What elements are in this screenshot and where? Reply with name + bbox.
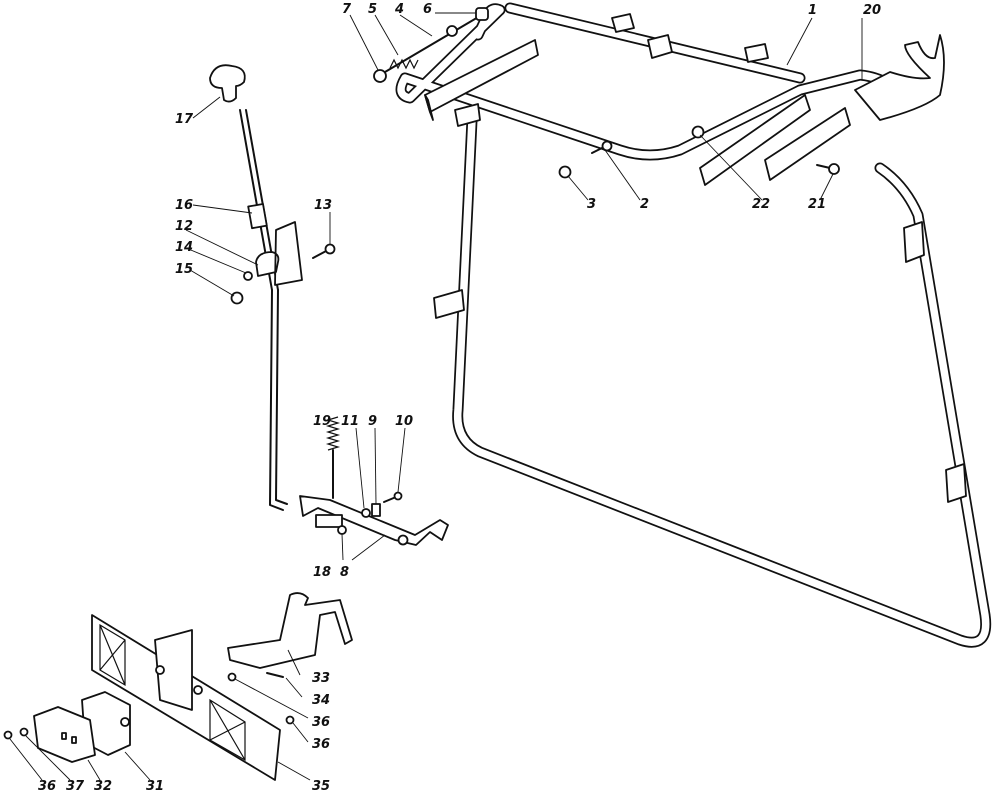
hook-bracket — [854, 34, 945, 121]
nut-15 — [230, 291, 244, 305]
callout-7: 7 — [342, 2, 352, 17]
callout-20: 20 — [863, 3, 881, 18]
washer-18 — [337, 525, 347, 535]
leader-lines — [9, 12, 863, 781]
sleeve-16 — [247, 203, 268, 230]
callout-32: 32 — [94, 779, 112, 794]
callout-15: 15 — [175, 262, 193, 277]
callout-17: 17 — [175, 112, 194, 127]
vertical-flange — [154, 629, 193, 711]
screw-36 — [3, 730, 13, 740]
angle-bracket-right — [699, 94, 811, 186]
callout-18: 18 — [313, 565, 331, 580]
bolt-2 — [591, 140, 613, 154]
nut-22 — [691, 125, 705, 139]
callout-labels: 1 20 2 3 7 5 4 6 22 21 17 16 12 13 14 15… — [38, 2, 881, 794]
callout-13: 13 — [314, 198, 332, 213]
callout-19: 19 — [313, 414, 331, 429]
callout-31: 31 — [146, 779, 164, 794]
spring-19 — [325, 416, 341, 451]
control-rod-assembly — [209, 64, 336, 511]
plate-right — [764, 107, 851, 181]
callout-35: 35 — [312, 779, 330, 794]
nut-3 — [558, 165, 572, 179]
frame-assembly — [395, 2, 992, 648]
callout-14: 14 — [175, 240, 193, 255]
callout-33: 33 — [312, 671, 330, 686]
callout-4: 4 — [394, 2, 404, 17]
callout-5: 5 — [368, 2, 377, 17]
bolt-10 — [383, 491, 403, 503]
washer — [446, 25, 458, 37]
screw-36 — [285, 715, 295, 725]
callout-22: 22 — [752, 197, 770, 212]
callout-11: 11 — [341, 414, 359, 429]
callout-36-a: 36 — [312, 715, 330, 730]
lever-8 — [299, 495, 449, 546]
callout-3: 3 — [587, 197, 596, 212]
callout-8: 8 — [340, 565, 349, 580]
callout-16: 16 — [175, 198, 193, 213]
clip — [611, 13, 635, 33]
latch-assembly — [3, 592, 353, 781]
long-rod — [269, 289, 284, 511]
callout-10: 10 — [395, 414, 413, 429]
pin-34 — [266, 672, 284, 678]
callout-9: 9 — [368, 414, 377, 429]
callout-34: 34 — [312, 693, 330, 708]
callout-36-c: 36 — [38, 779, 56, 794]
knob-17 — [209, 64, 246, 103]
screw-36 — [227, 672, 237, 682]
washer-37 — [19, 727, 29, 737]
bolt-21 — [816, 163, 840, 175]
tab-9 — [371, 503, 381, 517]
plate — [315, 514, 343, 528]
callout-37: 37 — [66, 779, 85, 794]
clip — [433, 289, 465, 319]
bracket-12 — [255, 221, 303, 286]
rod-assembly-4-7 — [373, 7, 489, 83]
cap-6 — [475, 7, 489, 21]
clip — [454, 103, 481, 127]
handle-33 — [227, 592, 353, 669]
nut-11 — [361, 508, 371, 518]
callout-1: 1 — [808, 3, 817, 18]
clip — [744, 43, 769, 63]
callout-2: 2 — [640, 197, 649, 212]
callout-12: 12 — [175, 219, 193, 234]
bolt-13 — [312, 243, 336, 259]
frame-fasteners — [373, 7, 840, 179]
clip — [903, 221, 925, 263]
callout-21: 21 — [808, 197, 826, 212]
callout-36-b: 36 — [312, 737, 330, 752]
callout-6: 6 — [423, 2, 432, 17]
clip — [945, 463, 967, 503]
clip — [647, 34, 673, 59]
lever-assembly — [299, 416, 449, 546]
washer-14 — [243, 271, 253, 281]
nut-7 — [373, 69, 387, 83]
